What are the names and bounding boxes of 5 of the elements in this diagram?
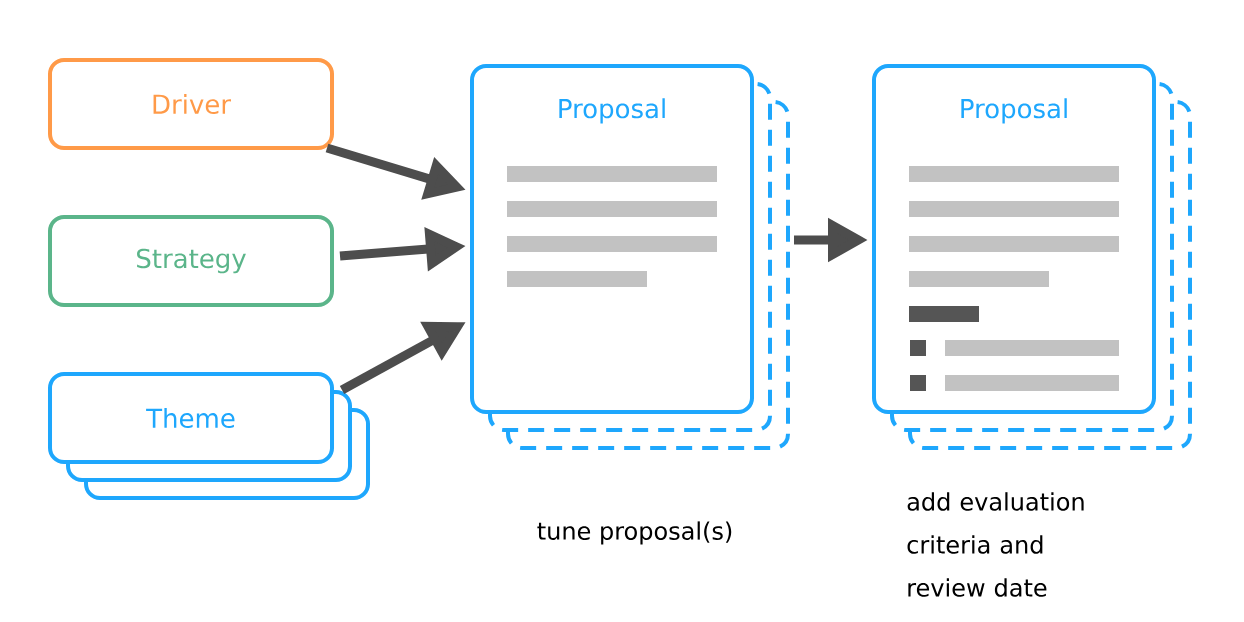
label-box: Strategy [48,215,334,307]
label-box: Theme [48,372,334,464]
caption-text: tune proposal(s) [537,521,732,545]
caption-text: add evaluation criteria and review date [907,492,1084,597]
label-box: Driver [48,58,334,150]
